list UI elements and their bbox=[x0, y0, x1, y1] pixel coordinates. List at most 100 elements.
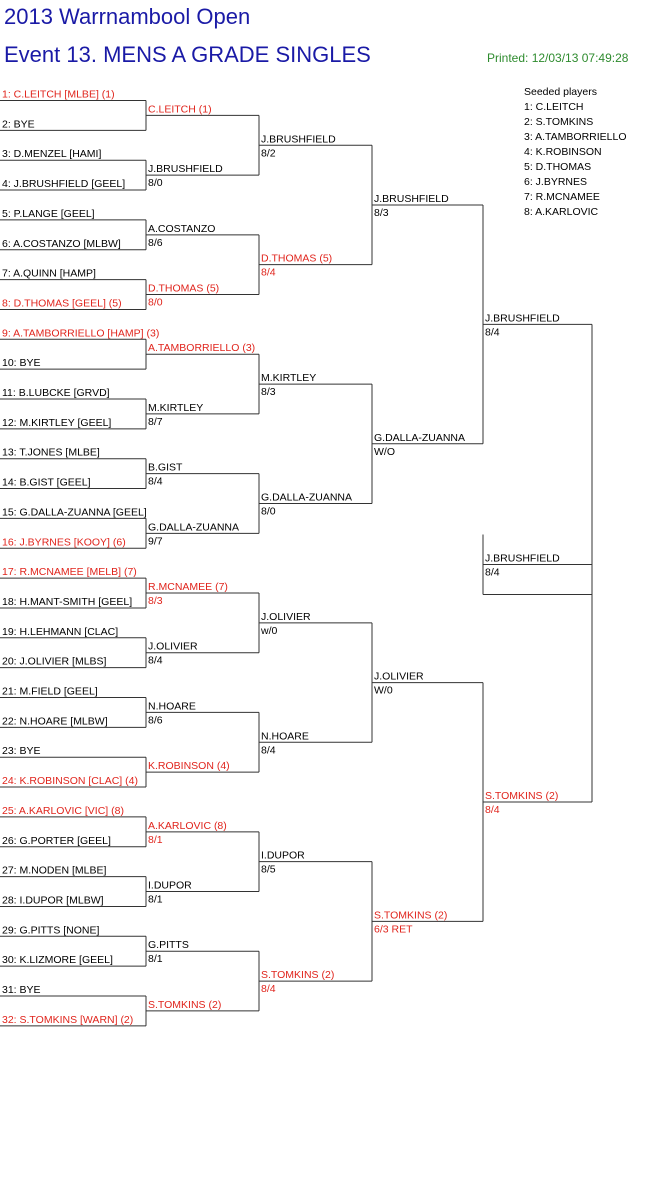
player-name: 13: T.JONES [MLBE] bbox=[2, 447, 100, 459]
player-name: 29: G.PITTS [NONE] bbox=[2, 924, 100, 936]
player-name: 20: J.OLIVIER [MLBS] bbox=[2, 656, 107, 668]
player-name: N.HOARE bbox=[148, 700, 196, 712]
player-name: 17: R.MCNAMEE [MELB] (7) bbox=[2, 566, 137, 578]
player-name: M.KIRTLEY bbox=[261, 372, 316, 384]
player-name: S.TOMKINS (2) bbox=[374, 909, 447, 921]
match-score: 8/4 bbox=[261, 267, 276, 279]
player-name: 15: G.DALLA-ZUANNA [GEEL] bbox=[2, 506, 147, 518]
player-name: G.DALLA-ZUANNA bbox=[261, 491, 352, 503]
player-name: 7: A.QUINN [HAMP] bbox=[2, 268, 96, 280]
seed-item: 4: K.ROBINSON bbox=[524, 146, 602, 158]
match-score: 8/3 bbox=[261, 386, 276, 398]
player-name: 14: B.GIST [GEEL] bbox=[2, 477, 91, 489]
player-name: G.DALLA-ZUANNA bbox=[374, 432, 465, 444]
match-score: W/0 bbox=[374, 685, 393, 697]
seed-item: 3: A.TAMBORRIELLO bbox=[524, 131, 627, 143]
player-name: 3: D.MENZEL [HAMI] bbox=[2, 148, 101, 160]
player-name: J.OLIVIER bbox=[374, 671, 424, 683]
player-name: J.OLIVIER bbox=[261, 611, 311, 623]
match-score: w/0 bbox=[260, 625, 278, 637]
match-score: 8/4 bbox=[485, 804, 500, 816]
match-score: 8/3 bbox=[148, 595, 163, 607]
seed-item: 6: J.BYRNES bbox=[524, 176, 588, 188]
player-name: 31: BYE bbox=[2, 984, 41, 996]
match-score: 8/4 bbox=[261, 983, 276, 995]
event-title: Event 13. MENS A GRADE SINGLES bbox=[4, 42, 371, 67]
player-name: S.TOMKINS (2) bbox=[485, 790, 558, 802]
match-score: 6/3 RET bbox=[374, 923, 413, 935]
player-name: 6: A.COSTANZO [MLBW] bbox=[2, 238, 121, 250]
match-score: 8/4 bbox=[261, 744, 276, 756]
player-name: 32: S.TOMKINS [WARN] (2) bbox=[2, 1014, 133, 1026]
player-name: 30: K.LIZMORE [GEEL] bbox=[2, 954, 113, 966]
player-name: J.OLIVIER bbox=[148, 641, 198, 653]
match-score: 8/0 bbox=[261, 505, 276, 517]
player-name: 25: A.KARLOVIC [VIC] (8) bbox=[2, 805, 124, 817]
player-name: A.COSTANZO bbox=[148, 223, 215, 235]
match-score: 8/1 bbox=[148, 953, 163, 965]
player-name: 21: M.FIELD [GEEL] bbox=[2, 686, 98, 698]
seed-item: 5: D.THOMAS bbox=[524, 161, 592, 173]
match-score: 8/3 bbox=[374, 207, 389, 219]
player-name: 5: P.LANGE [GEEL] bbox=[2, 208, 95, 220]
match-score: 8/0 bbox=[148, 297, 163, 309]
player-name: 23: BYE bbox=[2, 745, 41, 757]
match-score: 8/7 bbox=[148, 416, 163, 428]
player-name: 27: M.NODEN [MLBE] bbox=[2, 865, 107, 877]
player-name: 28: I.DUPOR [MLBW] bbox=[2, 894, 104, 906]
tournament-title: 2013 Warrnambool Open bbox=[4, 4, 251, 29]
match-score: 8/4 bbox=[148, 476, 163, 488]
match-score: 8/4 bbox=[485, 567, 500, 579]
match-score: 8/6 bbox=[148, 714, 163, 726]
match-score: 8/1 bbox=[148, 894, 163, 906]
match-score: 8/4 bbox=[485, 326, 500, 338]
player-name: 11: B.LUBCKE [GRVD] bbox=[2, 387, 110, 399]
player-name: J.BRUSHFIELD bbox=[148, 163, 223, 175]
player-name: J.BRUSHFIELD bbox=[485, 312, 560, 324]
printed-timestamp: Printed: 12/03/13 07:49:28 bbox=[487, 51, 629, 65]
player-name: S.TOMKINS (2) bbox=[148, 999, 221, 1011]
player-name: 4: J.BRUSHFIELD [GEEL] bbox=[2, 178, 125, 190]
match-score: 9/7 bbox=[148, 535, 163, 547]
player-name: 10: BYE bbox=[2, 357, 41, 369]
seed-item: 2: S.TOMKINS bbox=[524, 116, 594, 128]
player-name: I.DUPOR bbox=[261, 850, 305, 862]
player-name: I.DUPOR bbox=[148, 880, 192, 892]
player-name: 8: D.THOMAS [GEEL] (5) bbox=[2, 297, 122, 309]
player-name: B.GIST bbox=[148, 462, 183, 474]
player-name: A.KARLOVIC (8) bbox=[148, 820, 227, 832]
match-score: 8/2 bbox=[261, 147, 276, 159]
player-name: K.ROBINSON (4) bbox=[148, 760, 230, 772]
seed-item: 8: A.KARLOVIC bbox=[524, 206, 599, 218]
player-name: 9: A.TAMBORRIELLO [HAMP] (3) bbox=[2, 327, 159, 339]
player-name: G.PITTS bbox=[148, 939, 189, 951]
seed-item: 1: C.LEITCH bbox=[524, 101, 584, 113]
player-name: C.LEITCH (1) bbox=[148, 103, 212, 115]
player-name: 24: K.ROBINSON [CLAC] (4) bbox=[2, 775, 138, 787]
player-name: 22: N.HOARE [MLBW] bbox=[2, 715, 108, 727]
player-name: 1: C.LEITCH [MLBE] (1) bbox=[2, 89, 115, 101]
player-name: A.TAMBORRIELLO (3) bbox=[148, 342, 255, 354]
match-score: 8/6 bbox=[148, 237, 163, 249]
player-name: D.THOMAS (5) bbox=[261, 253, 332, 265]
player-name: J.BRUSHFIELD bbox=[374, 193, 449, 205]
seeded-players-heading: Seeded players bbox=[524, 86, 597, 98]
player-name: 16: J.BYRNES [KOOY] (6) bbox=[2, 536, 126, 548]
match-score: 8/4 bbox=[148, 655, 163, 667]
player-name: 19: H.LEHMANN [CLAC] bbox=[2, 626, 118, 638]
match-score: 8/5 bbox=[261, 864, 276, 876]
match-score: W/O bbox=[374, 446, 395, 458]
player-name: M.KIRTLEY bbox=[148, 402, 203, 414]
player-name: N.HOARE bbox=[261, 730, 309, 742]
player-name: G.DALLA-ZUANNA bbox=[148, 521, 239, 533]
match-score: 8/1 bbox=[148, 834, 163, 846]
player-name: S.TOMKINS (2) bbox=[261, 969, 334, 981]
seed-item: 7: R.MCNAMEE bbox=[524, 191, 600, 203]
player-name: J.BRUSHFIELD bbox=[485, 553, 560, 565]
player-name: D.THOMAS (5) bbox=[148, 283, 219, 295]
match-score: 8/0 bbox=[148, 177, 163, 189]
player-name: 18: H.MANT-SMITH [GEEL] bbox=[2, 596, 132, 608]
player-name: 2: BYE bbox=[2, 118, 35, 130]
player-name: 26: G.PORTER [GEEL] bbox=[2, 835, 111, 847]
